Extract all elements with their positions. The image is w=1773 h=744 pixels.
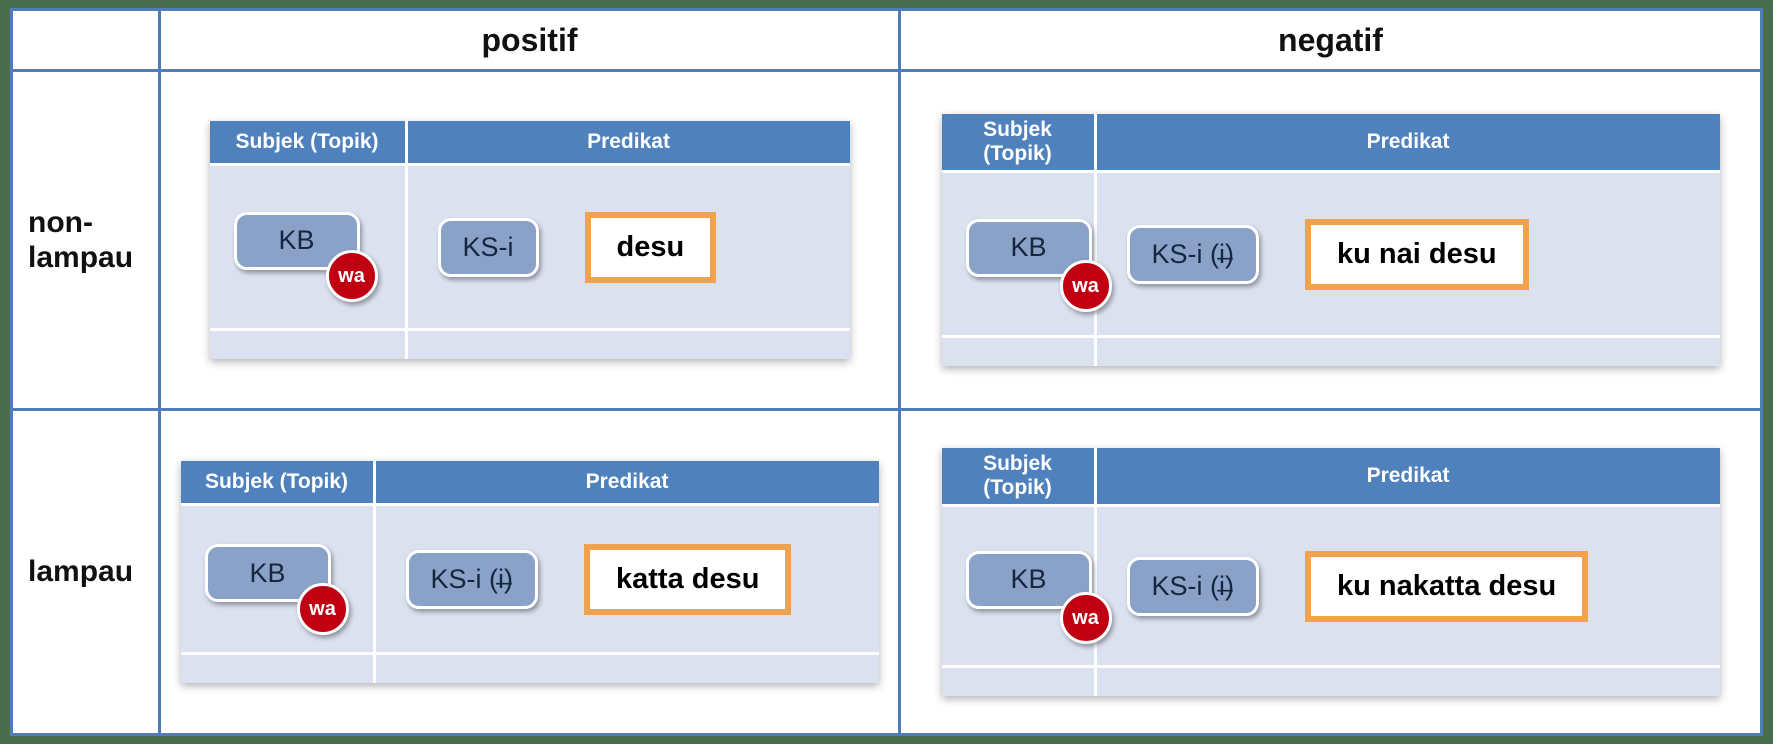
subject-header: Subjek (Topik)	[209, 121, 405, 163]
predicate-footer-cell	[375, 655, 879, 683]
ks-chip: KS-i (i̶)	[1126, 224, 1259, 284]
pattern-table: Subjek (Topik) Predikat KB wa KS-i (i̶) …	[941, 114, 1720, 366]
pattern-table-footer-row	[941, 338, 1720, 366]
subject-header: Subjek (Topik)	[941, 448, 1094, 505]
ks-chip: KS-i (i̶)	[405, 549, 538, 609]
predicate-cell: KS-i (i̶) ku nai desu	[1096, 173, 1720, 335]
pattern-table-body-row: KB wa KS-i (i̶) ku nai desu	[941, 173, 1720, 335]
col-header-positif: positif	[161, 11, 898, 69]
row-header-non-lampau: non- lampau	[13, 72, 158, 408]
pattern-table-header-row: Subjek (Topik) Predikat	[941, 448, 1720, 505]
subject-cell: KB wa	[209, 166, 405, 328]
predicate-cell: KS-i (i̶) ku nakatta desu	[1096, 507, 1720, 665]
result-highlight-box: ku nai desu	[1305, 218, 1529, 290]
pattern-table-header-row: Subjek (Topik) Predikat	[941, 114, 1720, 171]
subject-header: Subjek (Topik)	[941, 114, 1094, 171]
subject-footer-cell	[180, 655, 373, 683]
corner-cell	[13, 11, 158, 69]
predicate-footer-cell	[407, 331, 850, 359]
pattern-table-header-row: Subjek (Topik) Predikat	[209, 121, 850, 163]
predicate-footer-cell	[1096, 668, 1720, 696]
pattern-table-body-row: KB wa KS-i desu	[209, 166, 850, 328]
cell-lampau-negatif: Subjek (Topik) Predikat KB wa KS-i (i̶) …	[901, 411, 1760, 733]
result-highlight-box: desu	[584, 211, 717, 283]
result-highlight-box: ku nakatta desu	[1305, 550, 1589, 622]
pattern-table: Subjek (Topik) Predikat KB wa KS-i desu	[209, 121, 850, 359]
kb-chip: KB	[233, 211, 360, 270]
wa-particle-badge: wa	[296, 583, 349, 635]
pattern-table-footer-row	[180, 655, 879, 683]
subject-cell: KB wa	[180, 506, 373, 652]
kb-label: KB	[1010, 232, 1047, 263]
cell-non-lampau-positif: Subjek (Topik) Predikat KB wa KS-i desu	[161, 72, 898, 408]
wa-particle-badge: wa	[1059, 592, 1112, 645]
pattern-table: Subjek (Topik) Predikat KB wa KS-i (i̶) …	[180, 461, 879, 683]
predicate-header: Predikat	[1096, 448, 1720, 505]
subject-footer-cell	[941, 668, 1094, 696]
cell-lampau-positif: Subjek (Topik) Predikat KB wa KS-i (i̶) …	[161, 411, 898, 733]
predicate-header: Predikat	[375, 461, 879, 503]
pattern-table-footer-row	[941, 668, 1720, 696]
kb-label: KB	[278, 225, 315, 256]
pattern-table-footer-row	[209, 331, 850, 359]
pattern-table-body-row: KB wa KS-i (i̶) katta desu	[180, 506, 879, 652]
subject-footer-cell	[941, 338, 1094, 366]
row-header-lampau: lampau	[13, 411, 158, 733]
ks-chip: KS-i (i̶)	[1126, 556, 1259, 616]
subject-footer-cell	[209, 331, 405, 359]
kb-label: KB	[1010, 564, 1047, 595]
col-header-negatif: negatif	[901, 11, 1760, 69]
subject-cell: KB wa	[941, 507, 1112, 665]
pattern-table-body-row: KB wa KS-i (i̶) ku nakatta desu	[941, 507, 1720, 665]
predicate-footer-cell	[1096, 338, 1720, 366]
pattern-table: Subjek (Topik) Predikat KB wa KS-i (i̶) …	[941, 448, 1720, 696]
predicate-cell: KS-i desu	[407, 166, 850, 328]
wa-particle-badge: wa	[1059, 260, 1112, 313]
predicate-header: Predikat	[1096, 114, 1720, 171]
ks-chip: KS-i	[437, 217, 539, 277]
predicate-header: Predikat	[407, 121, 850, 163]
cell-non-lampau-negatif: Subjek (Topik) Predikat KB wa KS-i (i̶) …	[901, 72, 1760, 408]
result-highlight-box: katta desu	[584, 543, 792, 615]
subject-cell: KB wa	[941, 173, 1112, 335]
pattern-table-header-row: Subjek (Topik) Predikat	[180, 461, 879, 503]
subject-header: Subjek (Topik)	[180, 461, 373, 503]
grammar-grid-table: positif negatif non- lampau Subjek (Topi…	[10, 8, 1763, 736]
wa-particle-badge: wa	[325, 250, 378, 302]
predicate-cell: KS-i (i̶) katta desu	[375, 506, 879, 652]
kb-label: KB	[249, 557, 286, 588]
